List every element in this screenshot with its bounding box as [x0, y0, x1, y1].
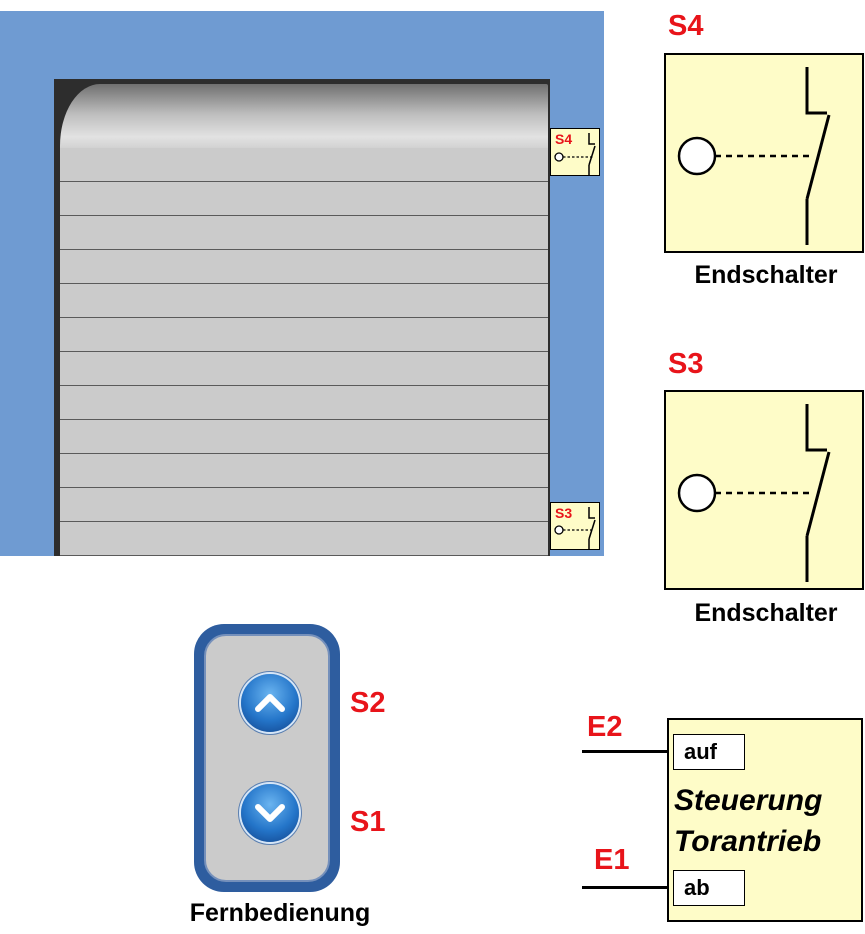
port-ab: ab [673, 870, 745, 906]
wire-e2 [582, 750, 668, 753]
s3-label: S3 [668, 348, 704, 380]
limit-switch-s4 [664, 53, 864, 253]
controller-title-line2: Torantrieb [674, 825, 822, 858]
shutter-drum [60, 84, 548, 150]
wire-e1 [582, 886, 668, 889]
limit-switch-s3-small: S3 [550, 502, 600, 550]
e2-label: E2 [587, 711, 623, 743]
limit-switch-tag: S4 [555, 131, 573, 147]
limit-switch-s4-small: S4 [550, 128, 600, 176]
controller-title-line1: Steuerung [674, 784, 823, 817]
chevron-up-icon [255, 694, 285, 712]
limit-switch-icon [554, 507, 596, 549]
limit-switch-tag: S3 [555, 505, 573, 521]
limit-switch-icon [554, 133, 596, 175]
remote-caption: Fernbedienung [189, 899, 371, 927]
e1-label: E1 [594, 844, 630, 876]
port-auf: auf [673, 734, 745, 770]
roller-shutter [60, 148, 548, 556]
s3-caption: Endschalter [694, 599, 838, 627]
limit-switch-icon [677, 67, 831, 245]
remote-up-button[interactable] [241, 674, 299, 732]
limit-switch-icon [677, 404, 831, 582]
s4-label: S4 [668, 10, 704, 42]
limit-switch-s3 [664, 390, 864, 590]
remote-down-button[interactable] [241, 784, 299, 842]
s4-caption: Endschalter [694, 261, 838, 289]
s1-label: S1 [350, 806, 386, 838]
chevron-down-icon [255, 804, 285, 822]
s2-label: S2 [350, 687, 386, 719]
remote-control-face [204, 634, 330, 882]
